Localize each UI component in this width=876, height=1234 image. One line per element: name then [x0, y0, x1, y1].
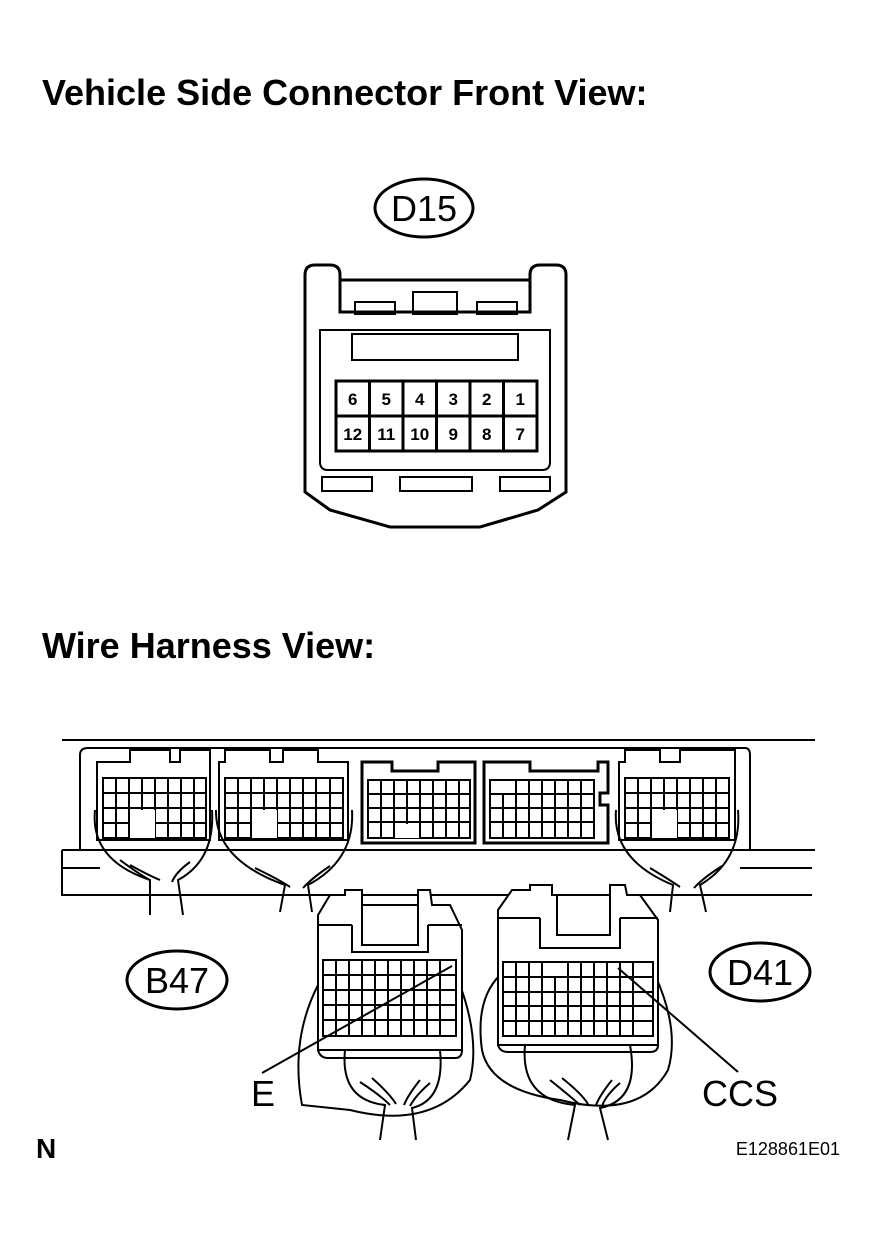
harness-connector-b47 [297, 889, 475, 1141]
pin-12: 12 [343, 425, 362, 444]
ecu-socket-2 [218, 749, 349, 841]
pin-10: 10 [410, 425, 429, 444]
terminal-e-leader [261, 965, 453, 1074]
pin-11: 11 [377, 425, 395, 444]
pin-8: 8 [482, 425, 491, 444]
pin-5: 5 [381, 390, 390, 409]
front-connector-d15: D15 6 5 4 3 2 1 12 [303, 177, 568, 529]
d41-label: D41 [727, 952, 793, 993]
d15-pin-grid: 6 5 4 3 2 1 12 11 10 9 8 7 [334, 379, 539, 453]
d15-label-oval [373, 177, 475, 239]
ecu-socket-5 [618, 749, 736, 841]
harness-connector-d41 [479, 884, 673, 1141]
terminal-e-label: E [251, 1073, 275, 1114]
pin-4: 4 [415, 390, 425, 409]
d15-top-tab-left [354, 301, 396, 315]
ecu-socket-1 [96, 749, 211, 841]
d15-housing [303, 263, 568, 529]
d15-inner-frame [319, 329, 551, 471]
harness-view-heading: Wire Harness View: [42, 625, 375, 666]
ecu-socket-4 [482, 760, 610, 845]
b47-label: B47 [145, 960, 209, 1001]
terminal-ccs-leader [617, 967, 739, 1073]
ecu-connector-sockets [96, 749, 736, 845]
ecu-socket-3 [360, 760, 477, 845]
d15-latch-slot [351, 333, 519, 361]
pin-7: 7 [515, 425, 524, 444]
ecu-wire-bundles [93, 809, 740, 916]
b47-label-oval [125, 949, 229, 1011]
d15-label: D15 [391, 188, 457, 229]
pin-1: 1 [515, 390, 524, 409]
d41-label-oval [708, 941, 812, 1003]
d15-top-tab-center [412, 291, 458, 315]
pin-2: 2 [482, 390, 491, 409]
front-view-heading: Vehicle Side Connector Front View: [42, 72, 647, 113]
d15-top-tab-right [476, 301, 518, 315]
figure-id: E128861E01 [736, 1139, 840, 1159]
corner-mark: N [36, 1133, 56, 1164]
pin-3: 3 [448, 390, 457, 409]
pin-9: 9 [448, 425, 457, 444]
terminal-ccs-label: CCS [702, 1073, 778, 1114]
pin-6: 6 [348, 390, 357, 409]
